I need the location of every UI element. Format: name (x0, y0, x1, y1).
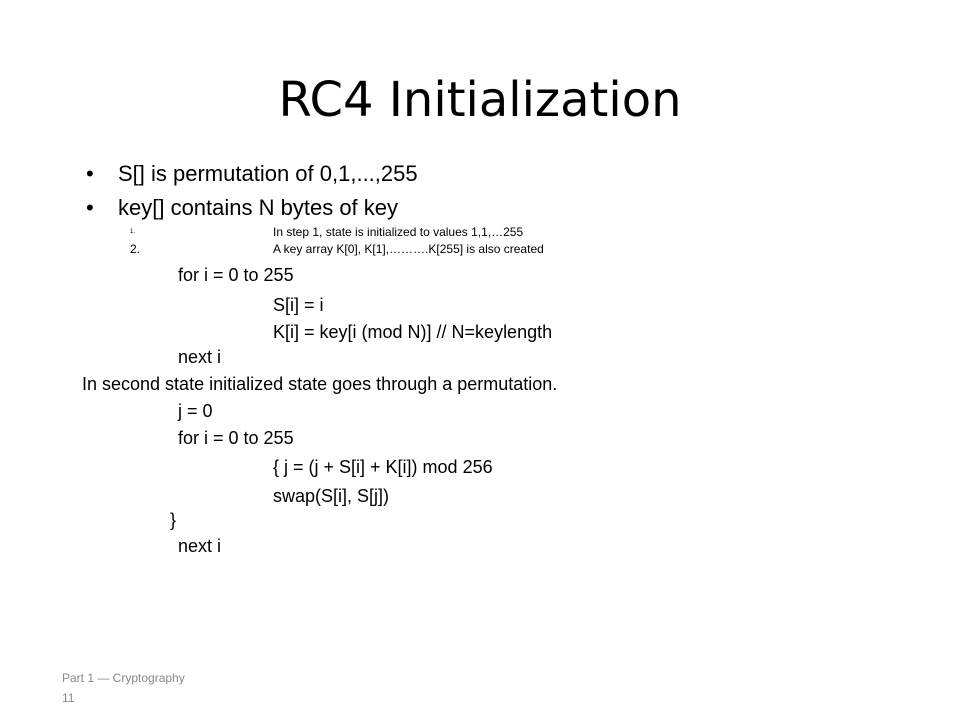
item-text: In step 1, state is initialized to value… (273, 225, 524, 239)
code-line: for i = 0 to 255 (178, 428, 294, 448)
code-line: In second state initialized state goes t… (82, 374, 558, 394)
item-text: A key array K[0], K[1],……….K[255] is als… (273, 242, 544, 256)
code-line: { j = (j + S[i] + K[i]) mod 256 (273, 457, 493, 477)
bullet-item: • key[] contains N bytes of key (86, 194, 398, 222)
code-line: for i = 0 to 255 (178, 265, 294, 285)
bullet-text: S[] is permutation of 0,1,...,255 (118, 161, 418, 186)
code-line: } (170, 510, 177, 530)
code-line: S[i] = i (273, 295, 324, 315)
code-line: next i (178, 347, 222, 367)
code-line: swap(S[i], S[j]) (273, 486, 390, 506)
slide-page-number: 11 (62, 691, 75, 705)
bullet-item: • S[] is permutation of 0,1,...,255 (86, 160, 418, 188)
bullet-text: key[] contains N bytes of key (118, 195, 399, 220)
slide-title: RC4 Initialization (278, 72, 682, 128)
bullet-marker: • (86, 195, 94, 220)
code-line: j = 0 (178, 401, 213, 421)
slide-footer: Part 1 — Cryptography (62, 671, 185, 685)
code-line: K[i] = key[i (mod N)] // N=keylength (273, 322, 553, 342)
item-number: 1. (130, 229, 136, 235)
bullet-marker: • (86, 161, 94, 186)
item-number: 2. (130, 242, 141, 256)
code-line: next i (178, 536, 222, 556)
